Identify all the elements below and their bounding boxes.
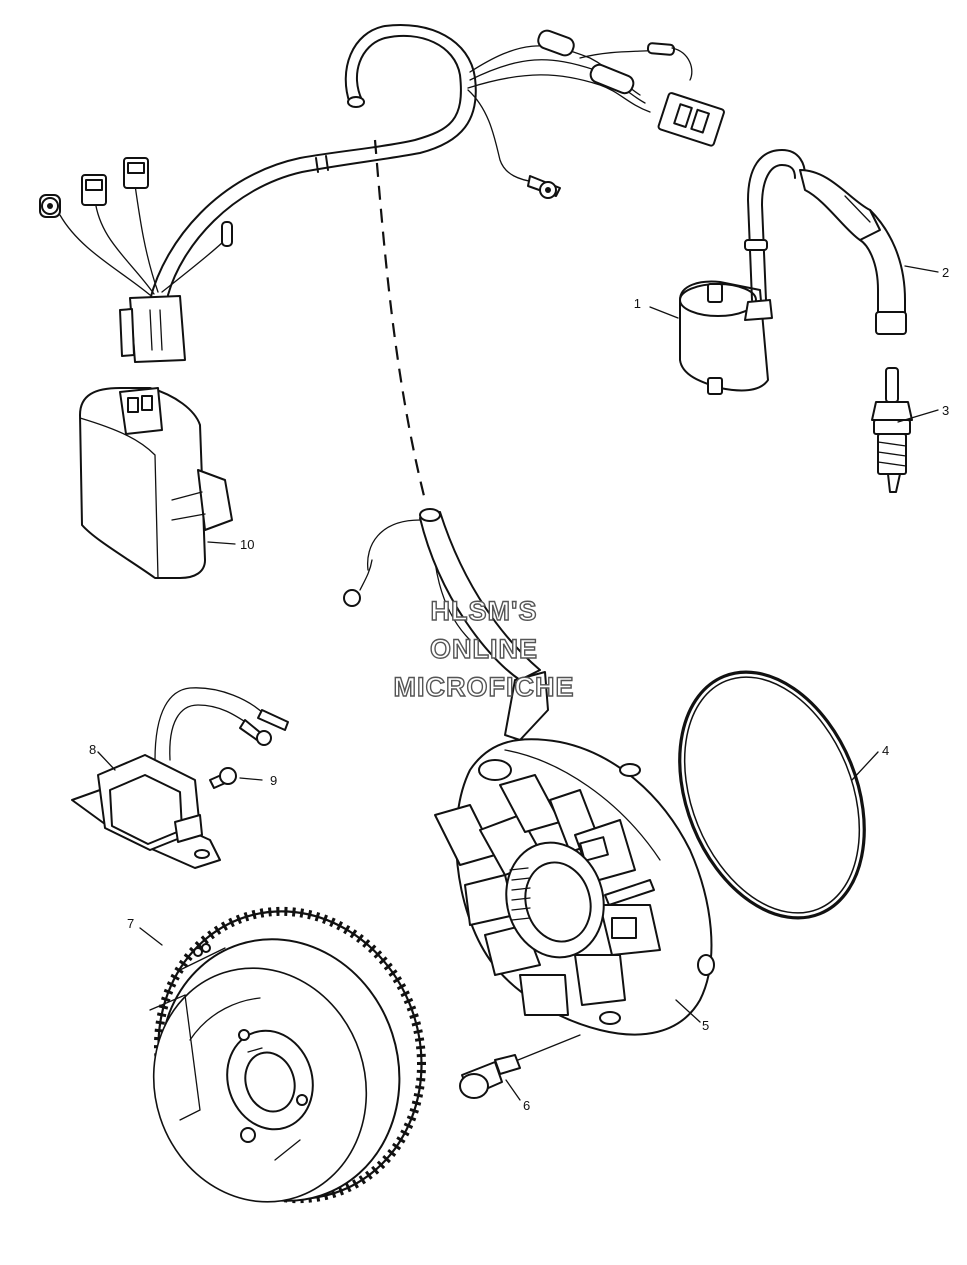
watermark-line-1: HLSM'S (431, 596, 538, 626)
ignition-coil (679, 149, 907, 395)
cdi-box (79, 387, 233, 579)
callout-8: 8 (89, 742, 96, 757)
callout-leaders (97, 265, 939, 1101)
flywheel (149, 906, 427, 1204)
wiring-harness (149, 24, 725, 501)
regulator-screw (209, 767, 237, 789)
watermark: HLSM'S ONLINE MICROFICHE (393, 595, 575, 702)
callout-3: 3 (942, 403, 949, 418)
stator (343, 508, 715, 1036)
o-ring (678, 670, 866, 920)
callout-5: 5 (702, 1018, 709, 1033)
callout-4: 4 (882, 743, 889, 758)
watermark-line-3: MICROFICHE (394, 672, 575, 702)
callout-9: 9 (270, 773, 277, 788)
cdi-harness-connector (39, 157, 233, 363)
callout-6: 6 (523, 1098, 530, 1113)
regulator (71, 687, 289, 869)
callout-numbers: 1 2 3 4 5 6 7 8 9 10 (89, 265, 949, 1113)
callout-1: 1 (634, 296, 641, 311)
stator-windings (434, 774, 661, 1016)
watermark-line-2: ONLINE (430, 634, 538, 664)
spark-plug (871, 367, 913, 493)
callout-7: 7 (127, 916, 134, 931)
callout-10: 10 (240, 537, 254, 552)
callout-2: 2 (942, 265, 949, 280)
stator-bolt (459, 1034, 581, 1099)
